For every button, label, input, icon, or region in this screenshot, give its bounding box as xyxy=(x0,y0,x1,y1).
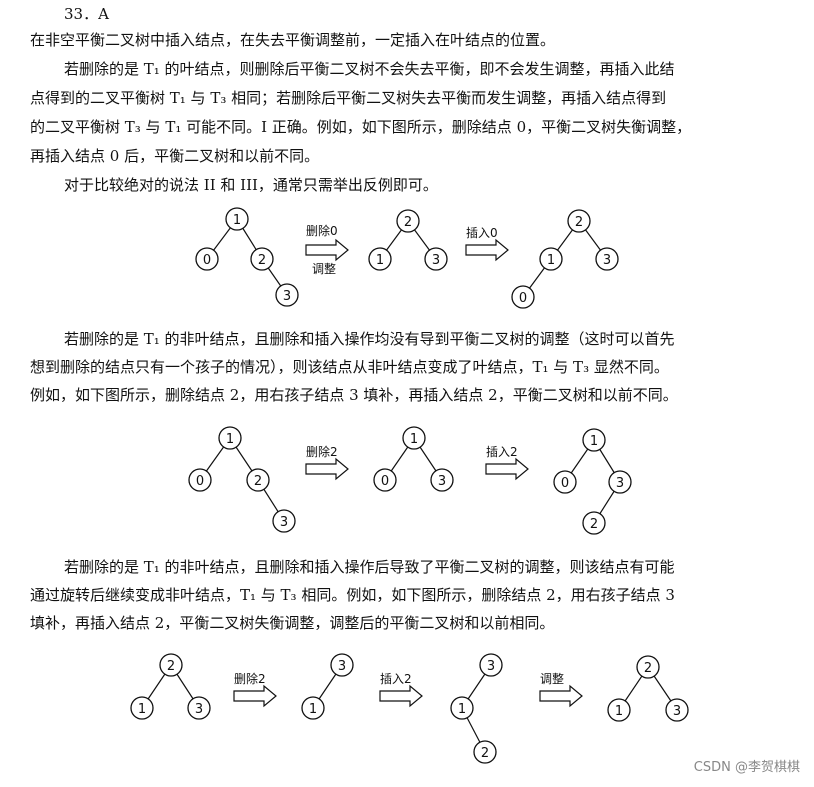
paragraph-line: 通过旋转后继续变成非叶结点，T₁ 与 T₃ 相同。例如，如下图所示，删除结点 2… xyxy=(30,586,675,604)
node-label: 2 xyxy=(481,746,489,761)
tree-node xyxy=(275,283,299,307)
paragraph-line: 对于比较绝对的说法 II 和 III，通常只需举出反例即可。 xyxy=(64,176,438,194)
arrow-insert: 插入2 xyxy=(485,445,529,481)
node-label: 0 xyxy=(561,476,569,491)
op-label: 删除0 xyxy=(306,223,338,238)
node-label: 0 xyxy=(381,474,389,489)
tree-after-delete: 1 0 3 xyxy=(373,426,454,492)
node-label: 2 xyxy=(167,659,175,674)
node-label: 1 xyxy=(376,253,384,268)
arrow-delete: 删除0 调整 xyxy=(305,223,349,276)
node-label: 3 xyxy=(195,702,203,717)
tree-node xyxy=(567,209,591,233)
node-label: 1 xyxy=(226,432,234,447)
node-label: 2 xyxy=(590,517,598,532)
node-label: 0 xyxy=(519,291,527,306)
arrow-icon xyxy=(233,684,277,708)
tree-node xyxy=(424,247,448,271)
node-label: 2 xyxy=(404,215,412,230)
tree-after-insert: 1 0 3 2 xyxy=(553,428,632,535)
tree-node xyxy=(396,209,420,233)
node-label: 2 xyxy=(254,474,262,489)
tree-after-delete: 2 1 3 xyxy=(368,209,448,271)
answer-label: 33．A xyxy=(64,5,109,23)
tree-after-delete: 3 1 xyxy=(301,653,354,720)
paragraph-line: 点得到的二叉平衡树 T₁ 与 T₃ 相同；若删除后平衡二叉树失去平衡而发生调整，… xyxy=(30,89,667,107)
paragraph-line: 若删除的是 T₁ 的非叶结点，且删除和插入操作后导致了平衡二叉树的调整，则该结点… xyxy=(64,558,675,576)
op-label: 删除2 xyxy=(234,671,266,686)
paragraph-line: 填补，再插入结点 2，平衡二叉树失衡调整，调整后的平衡二叉树和以前相同。 xyxy=(30,614,555,632)
node-label: 2 xyxy=(644,661,652,676)
tree-node xyxy=(539,247,563,271)
diagram-delete-insert-0: 1 0 2 3 删除0 调整 2 1 3 插入0 xyxy=(0,205,814,315)
arrow-adjust: 调整 xyxy=(539,671,583,708)
paragraph-line: 想到删除的结点只有一个孩子的情况），则该结点从非叶结点变成了叶结点，T₁ 与 T… xyxy=(30,358,669,376)
node-label: 3 xyxy=(338,659,346,674)
node-label: 1 xyxy=(138,702,146,717)
node-label: 1 xyxy=(410,432,418,447)
node-label: 0 xyxy=(203,253,211,268)
watermark-text: CSDN @李贺棋棋 xyxy=(693,760,800,775)
tree-node xyxy=(511,285,535,309)
node-label: 3 xyxy=(432,253,440,268)
op-label: 调整 xyxy=(312,261,336,276)
node-label: 2 xyxy=(258,253,266,268)
node-label: 3 xyxy=(280,515,288,530)
diagram-delete-insert-adjust: 2 1 3 删除2 3 1 插入2 3 1 2 xyxy=(0,645,814,775)
paragraph-line: 例如，如下图所示，删除结点 2，用右孩子结点 3 填补，再插入结点 2，平衡二叉… xyxy=(30,386,678,404)
arrow-insert: 插入0 xyxy=(465,226,509,262)
node-label: 3 xyxy=(283,289,291,304)
arrow-icon xyxy=(379,684,423,708)
node-label: 1 xyxy=(615,704,623,719)
tree-original: 1 0 2 3 xyxy=(195,207,299,307)
paragraph-line: 再插入结点 0 后，平衡二叉树和以前不同。 xyxy=(30,147,320,165)
tree-after-insert: 2 1 3 0 xyxy=(511,209,619,309)
op-label: 调整 xyxy=(540,671,564,686)
tree-after-insert: 3 1 2 xyxy=(450,653,503,764)
tree-node xyxy=(225,207,249,231)
paragraph-line: 若删除的是 T₁ 的非叶结点，且删除和插入操作均没有导到平衡二叉树的调整（这时可… xyxy=(64,330,675,348)
node-label: 3 xyxy=(487,659,495,674)
op-label: 删除2 xyxy=(306,444,338,459)
op-label: 插入2 xyxy=(486,445,518,459)
node-label: 3 xyxy=(438,474,446,489)
arrow-icon xyxy=(305,238,349,262)
op-label: 插入2 xyxy=(380,672,412,686)
tree-original: 2 1 3 xyxy=(130,653,211,720)
op-label: 插入0 xyxy=(466,226,498,240)
paragraph-line: 在非空平衡二叉树中插入结点，在失去平衡调整前，一定插入在叶结点的位置。 xyxy=(30,31,556,49)
node-label: 3 xyxy=(673,704,681,719)
arrow-icon xyxy=(465,238,509,262)
node-label: 1 xyxy=(547,253,555,268)
paragraph-line: 若删除的是 T₁ 的叶结点，则删除后平衡二叉树不会失去平衡，即不会发生调整，再插… xyxy=(64,60,675,78)
node-label: 2 xyxy=(575,215,583,230)
tree-original: 1 0 2 3 xyxy=(188,426,296,533)
arrow-icon xyxy=(485,457,529,481)
arrow-icon xyxy=(539,684,583,708)
tree-node xyxy=(595,247,619,271)
arrow-delete: 删除2 xyxy=(305,444,349,481)
tree-node xyxy=(195,247,219,271)
diagram-delete-insert-2: 1 0 2 3 删除2 1 0 3 插入2 xyxy=(0,420,814,540)
node-label: 1 xyxy=(590,434,598,449)
node-label: 3 xyxy=(616,476,624,491)
node-label: 1 xyxy=(458,702,466,717)
tree-node xyxy=(250,247,274,271)
arrow-icon xyxy=(305,457,349,481)
node-label: 1 xyxy=(233,213,241,228)
node-label: 3 xyxy=(603,253,611,268)
arrow-delete: 删除2 xyxy=(233,671,277,708)
node-label: 0 xyxy=(196,474,204,489)
tree-node xyxy=(368,247,392,271)
tree-after-adjust: 2 1 3 xyxy=(607,655,689,722)
node-label: 1 xyxy=(309,702,317,717)
paragraph-line: 的二叉平衡树 T₃ 与 T₁ 可能不同。I 正确。例如，如下图所示，删除结点 0… xyxy=(30,118,692,136)
arrow-insert: 插入2 xyxy=(379,672,423,708)
